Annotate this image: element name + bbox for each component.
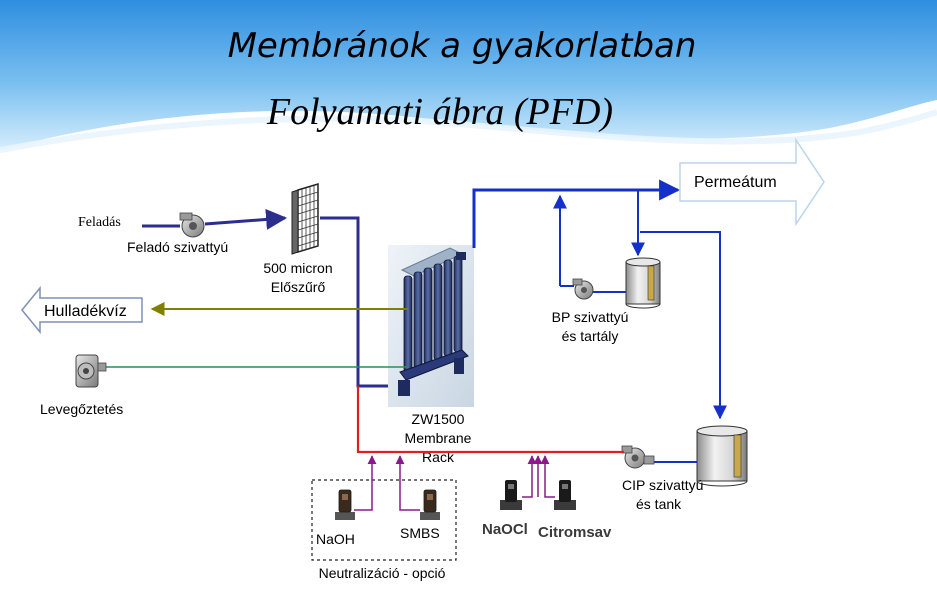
neutralization-box: [311, 479, 457, 561]
naocl-label: NaOCl: [482, 521, 528, 538]
feed-line-to-filter: [204, 208, 288, 230]
naocl-dosing-pump-icon: [500, 480, 522, 510]
cip-tank-feed-line: [640, 231, 727, 420]
cip-label-2: és tank: [636, 496, 682, 512]
permeate-line: [472, 179, 681, 248]
feed-pump-label: Feladó szivattyú: [127, 239, 228, 255]
cip-pump-icon: [621, 445, 655, 469]
rack-label-2: Membrane: [405, 430, 472, 446]
cip-tank-icon: [696, 425, 748, 487]
smbs-label: SMBS: [400, 525, 440, 541]
waste-arrow: [21, 285, 143, 335]
blower-icon: [75, 354, 107, 388]
smbs-dosing-line: [395, 455, 420, 511]
bp-tank-icon: [625, 257, 661, 309]
prefilter-label-1: 500 micron: [263, 260, 332, 276]
smbs-dosing-pump-icon: [420, 489, 440, 520]
neutralization-label: Neutralizáció - opció: [319, 565, 446, 581]
header-background: [0, 0, 937, 175]
bp-label-1: BP szivattyú: [552, 309, 629, 325]
permeate-label: Permeátum: [694, 174, 777, 191]
citric-label: Citromsav: [538, 524, 612, 541]
membrane-rack-icon: [388, 245, 474, 407]
naoh-dosing-pump-icon: [335, 489, 355, 520]
naocl-dosing-line: [522, 455, 537, 498]
naoh-label: NaOH: [316, 531, 355, 547]
feed-pump-icon: [179, 212, 205, 238]
prefilter-label-2: Előszűrő: [271, 279, 326, 295]
mesh-filter-icon: [291, 182, 319, 255]
cip-line: [356, 386, 624, 454]
permeate-arrow: [679, 137, 825, 227]
title-line-2: Folyamati ábra (PFD): [266, 91, 613, 133]
feed-label: Feladás: [78, 215, 121, 230]
bp-pump-icon: [572, 278, 594, 300]
aeration-label: Levegőztetés: [40, 401, 123, 417]
title-line-1: Membránok a gyakorlatban: [228, 26, 697, 66]
citric-dosing-line: [540, 455, 555, 498]
bp-label-2: és tartály: [562, 328, 619, 344]
waste-label: Hulladékvíz: [44, 303, 127, 320]
filtered-feed-line: [320, 216, 398, 388]
rack-label-1: ZW1500: [412, 411, 465, 427]
citric-dosing-pump-icon: [554, 480, 576, 510]
cip-label-1: CIP szivattyú: [622, 477, 703, 493]
naoh-dosing-line: [354, 455, 377, 511]
